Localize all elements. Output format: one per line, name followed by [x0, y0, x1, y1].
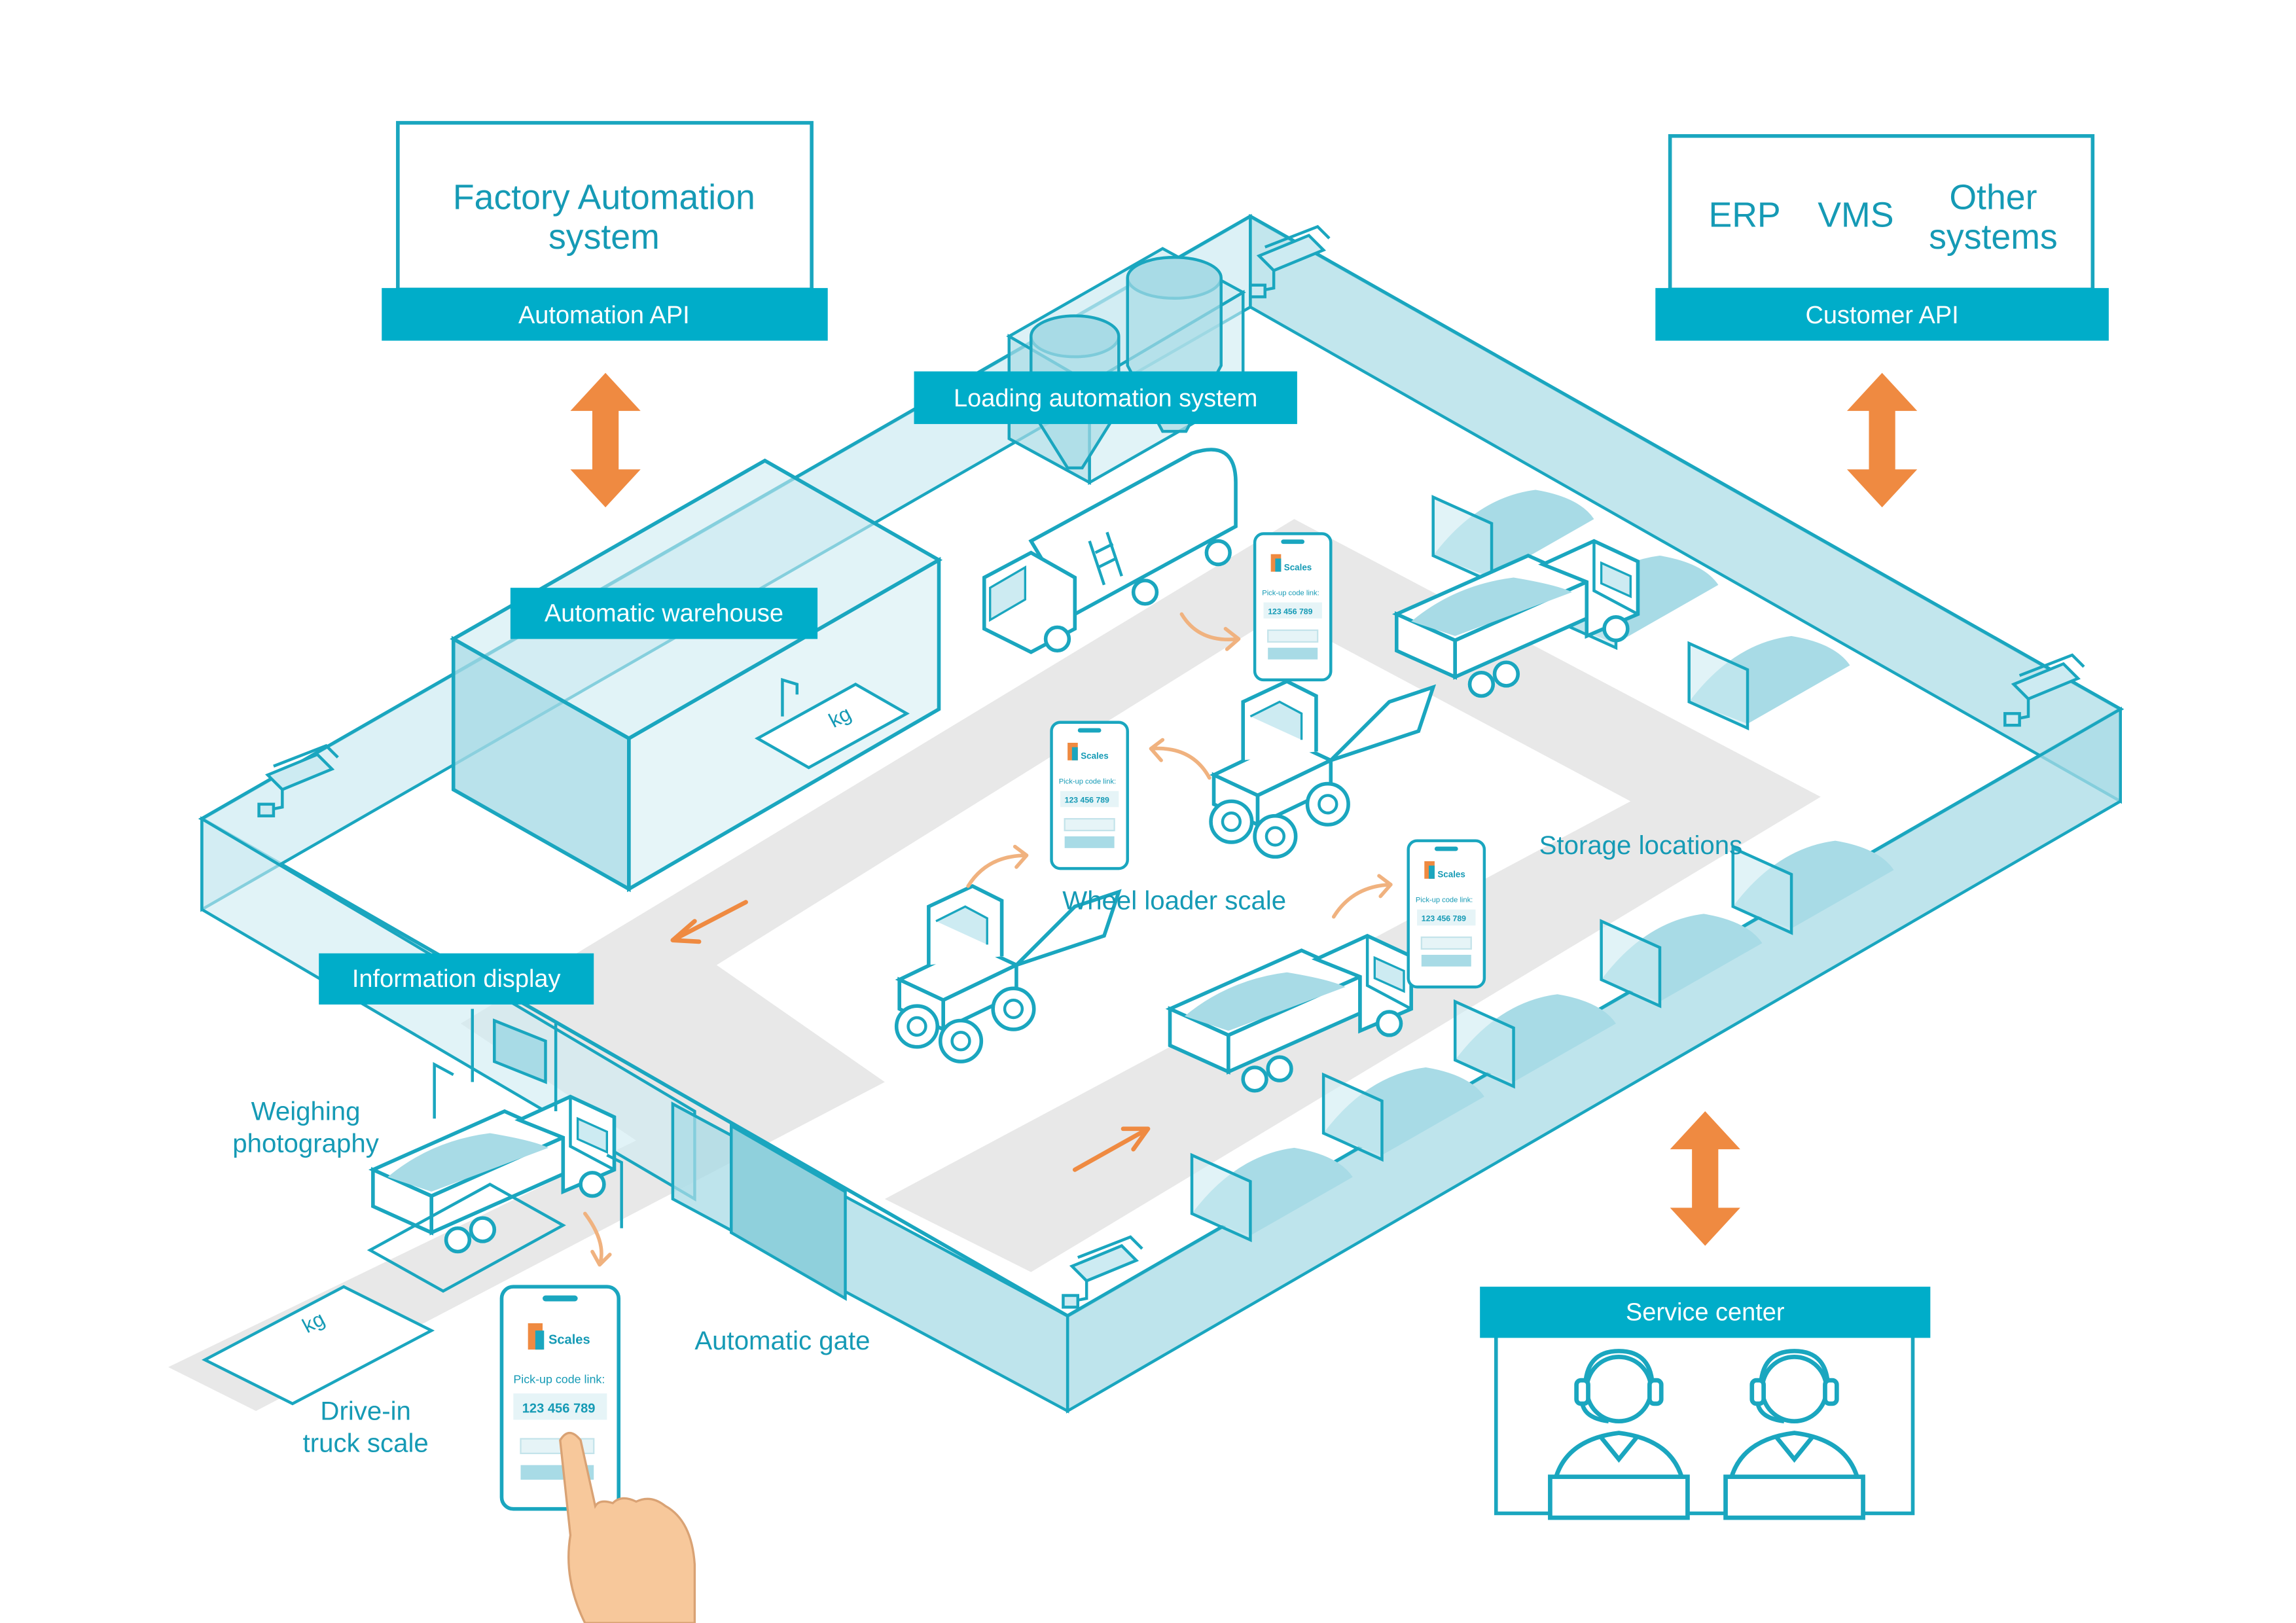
automatic-warehouse-tag: Automatic warehouse — [510, 588, 818, 639]
factory-automation-title-line1: Factory Automation — [453, 177, 755, 217]
weighing-photography-line2: photography — [232, 1129, 379, 1158]
other-systems-line2: systems — [1929, 217, 2058, 257]
flow-arrow-icon — [583, 612, 1393, 1267]
customer-systems-box: ERP VMS Other systems Customer API — [1655, 134, 2109, 341]
wheel-loader-icon — [1211, 681, 1433, 857]
double-arrow-icon — [570, 372, 641, 508]
loading-automation-tag: Loading automation system — [914, 371, 1297, 424]
automatic-gate — [730, 1123, 847, 1301]
silo-icon — [1006, 247, 1246, 486]
automatic-warehouse-label: Automatic warehouse — [545, 600, 783, 628]
other-systems-line1: Other — [1949, 177, 2037, 217]
drive-in-line1: Drive-in — [320, 1396, 411, 1425]
information-display-label: Information display — [352, 965, 561, 993]
phone-pickup-label: Pick-up code link: — [513, 1373, 605, 1386]
automation-api-label: Automation API — [518, 302, 690, 329]
wheel-loader-scale-label: Wheel loader scale — [1062, 886, 1286, 916]
vms-label: VMS — [1818, 195, 1893, 234]
flow-arrow-icon — [670, 900, 1151, 1172]
drive-in-line2: truck scale — [303, 1429, 429, 1458]
customer-api-label: Customer API — [1805, 302, 1958, 329]
erp-label: ERP — [1708, 195, 1780, 234]
drive-in-scale-platform: kg — [202, 1061, 623, 1406]
storage-locations-label: Storage locations — [1539, 830, 1743, 860]
loading-automation-label: Loading automation system — [954, 385, 1257, 412]
tanker-truck-icon — [982, 448, 1238, 654]
service-center-label: Service center — [1626, 1299, 1785, 1327]
service-center-box: Service center — [1480, 1287, 1931, 1518]
factory-automation-box: Factory Automation system Automation API — [382, 120, 828, 341]
phone-app-large: Scales Pick-up code link: 123 456 789 — [499, 1285, 620, 1511]
factory-automation-title-line2: system — [548, 217, 660, 257]
weighing-photography-line1: Weighing — [251, 1096, 361, 1126]
phone-app-icon — [1255, 533, 1331, 679]
automatic-gate-label: Automatic gate — [694, 1326, 870, 1355]
information-display-tag: Information display — [319, 953, 594, 1005]
phone-app-icon — [1408, 841, 1484, 987]
phone-code: 123 456 789 — [522, 1401, 596, 1416]
phone-brand: Scales — [548, 1332, 590, 1347]
phone-app-icon — [1052, 722, 1128, 868]
double-arrow-icon — [1846, 372, 1918, 508]
double-arrow-icon — [1670, 1111, 1740, 1246]
information-display-board — [471, 1008, 558, 1112]
hand-pointer-icon — [559, 1431, 696, 1623]
